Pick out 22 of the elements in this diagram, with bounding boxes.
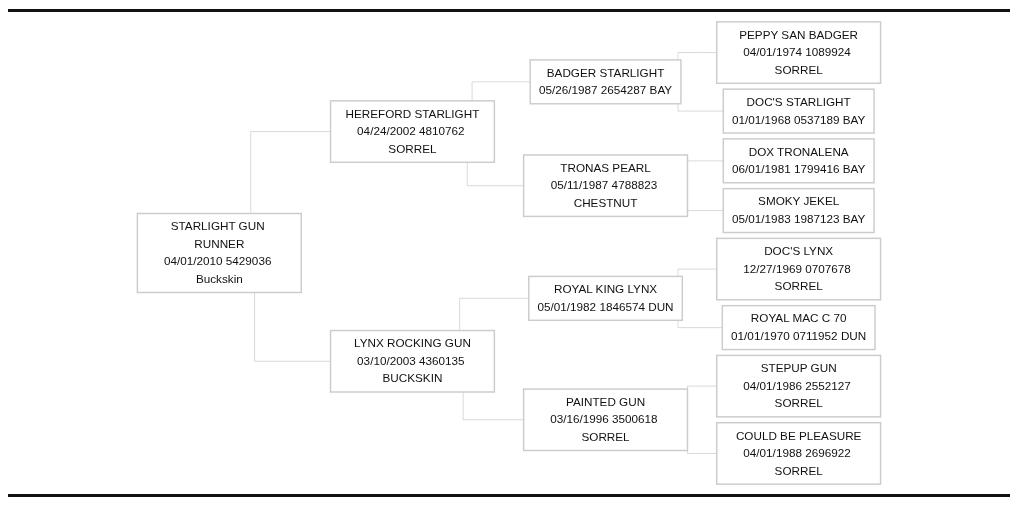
- connector: [677, 103, 724, 112]
- node-box: DOC'S LYNX 12/27/1969 0707678 SORREL: [716, 237, 882, 301]
- node-box: LYNX ROCKING GUN 03/10/2003 4360135 BUCKSKIN: [329, 329, 496, 393]
- connector: [250, 131, 331, 214]
- connector: [254, 292, 331, 362]
- node-box: BADGER STARLIGHT 05/26/1987 2654287 BAY: [529, 59, 682, 105]
- connector: [677, 319, 723, 328]
- node-box: ROYAL MAC C 70 01/01/1970 0711952 DUN: [721, 304, 876, 351]
- node-box: PAINTED GUN 03/16/1996 3500618 SORREL: [522, 388, 689, 452]
- node-box: COULD BE PLEASURE 04/01/1988 2696922 SORREL: [716, 421, 882, 485]
- node-box: STARLIGHT GUN RUNNER 04/01/2010 5429036 Buckskin: [136, 212, 302, 294]
- node-box: STEPUP GUN 04/01/1986 2552127 SORREL: [716, 354, 882, 418]
- node-box: PEPPY SAN BADGER 04/01/1974 1089924 SORREL: [716, 21, 882, 85]
- node-box: TRONAS PEARL 05/11/1987 4788823 CHESTNUT: [522, 154, 689, 218]
- node-box: SMOKY JEKEL 05/01/1983 1987123 BAY: [722, 187, 875, 234]
- node-box: DOC'S STARLIGHT 01/01/1968 0537189 BAY: [722, 88, 875, 134]
- node-box: HEREFORD STARLIGHT 04/24/2002 4810762 SORREL: [329, 100, 496, 164]
- node-box: ROYAL KING LYNX 05/01/1982 1846574 DUN: [528, 275, 684, 322]
- node-box: DOX TRONALENA 06/01/1981 1799416 BAY: [722, 138, 875, 184]
- connector: [462, 391, 524, 421]
- connector: [466, 161, 524, 187]
- connector: [471, 81, 531, 102]
